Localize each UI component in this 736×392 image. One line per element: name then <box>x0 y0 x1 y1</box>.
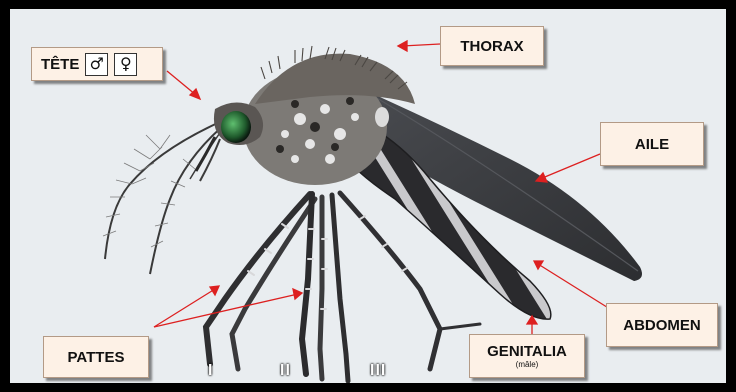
label-thorax: THORAX <box>440 26 544 66</box>
label-aile: AILE <box>600 122 704 166</box>
antenna-group <box>103 121 224 274</box>
label-genitalia: GENITALIA (mâle) <box>469 334 585 378</box>
label-abdomen: ABDOMEN <box>606 303 718 347</box>
label-tete: TÊTE ♂ ♀ <box>31 47 163 81</box>
leg-number-3: III <box>370 362 386 380</box>
leg-number-1: I <box>208 362 213 380</box>
label-tete-text: TÊTE <box>41 56 79 73</box>
label-genitalia-text: GENITALIA <box>487 344 567 359</box>
compound-eye <box>221 111 251 143</box>
diagram-panel: TÊTE ♂ ♀ THORAX AILE ABDOMEN GENITALIA (… <box>10 9 726 383</box>
leg-number-2: II <box>280 362 291 380</box>
label-genitalia-sub: (mâle) <box>516 361 539 369</box>
female-symbol-icon: ♀ <box>114 53 137 76</box>
label-pattes: PATTES <box>43 336 149 378</box>
male-symbol-icon: ♂ <box>85 53 108 76</box>
